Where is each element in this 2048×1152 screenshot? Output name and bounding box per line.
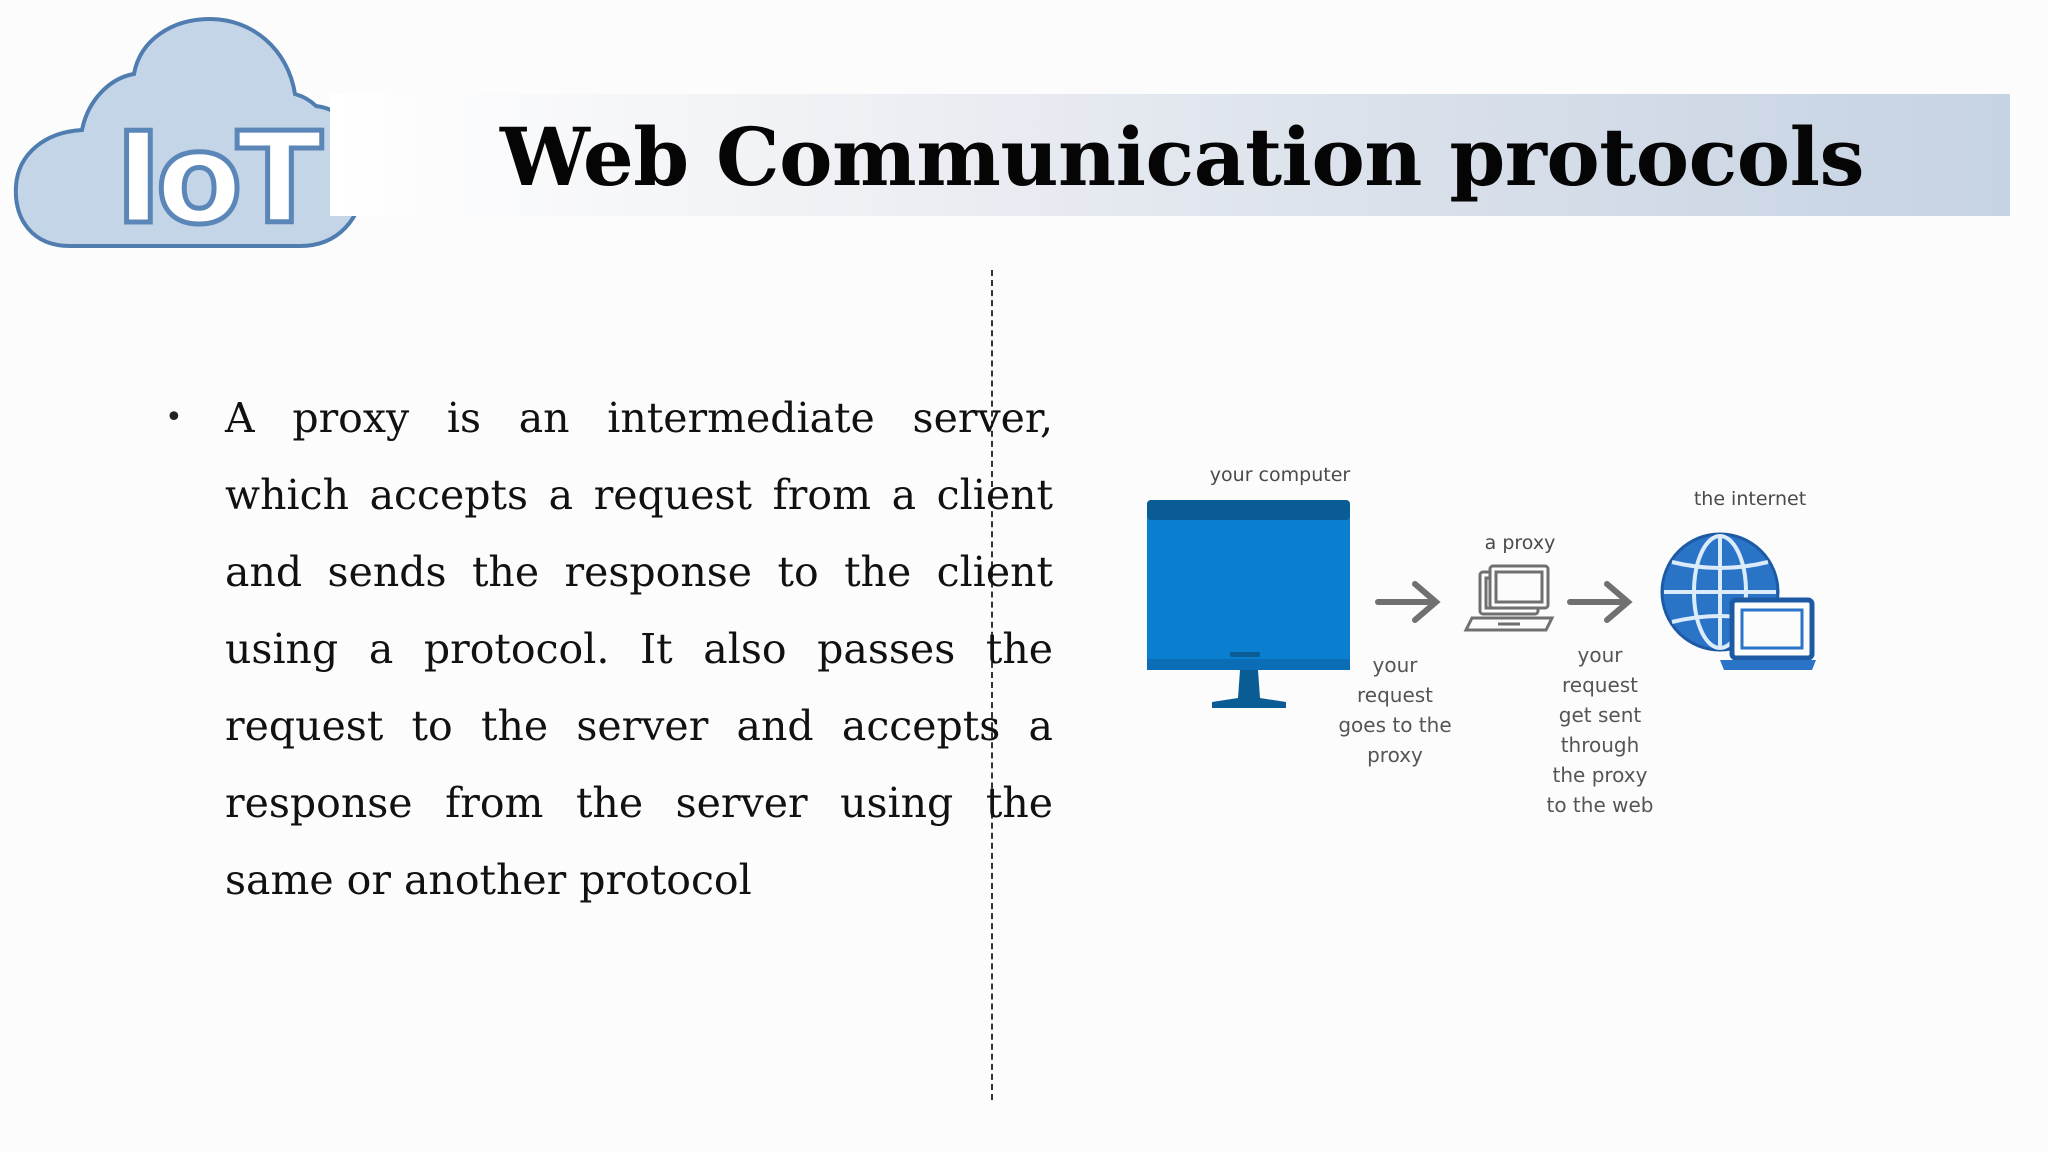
caption-request-to-proxy: your request goes to the proxy xyxy=(1330,650,1460,770)
column-divider xyxy=(991,270,993,1100)
bullet-marker: • xyxy=(165,400,183,435)
caption-request-to-web: your request get sent through the proxy … xyxy=(1530,640,1670,820)
laptop-icon xyxy=(1463,564,1555,632)
caption-line: your xyxy=(1372,653,1418,677)
title-banner xyxy=(330,94,2010,216)
monitor-icon xyxy=(1147,500,1350,708)
caption-line: request xyxy=(1561,673,1639,697)
caption-line: request xyxy=(1356,683,1434,707)
logo-text: IoT xyxy=(113,105,325,252)
arrow-right-icon xyxy=(1567,581,1633,623)
slide-title: Web Communication protocols xyxy=(500,110,1865,204)
proxy-diagram: your computer a proxy the internet xyxy=(1100,440,1860,840)
caption-line: your xyxy=(1577,643,1623,667)
caption-line: to the web xyxy=(1546,793,1654,817)
caption-line: goes to the xyxy=(1338,713,1452,737)
iot-cloud-logo: IoT xyxy=(10,14,370,254)
internet-label: the internet xyxy=(1693,488,1807,510)
globe-icon xyxy=(1660,532,1816,670)
computer-label: your computer xyxy=(1209,464,1351,486)
bullet-item-text: A proxy is an intermediate server, which… xyxy=(225,394,1053,904)
arrow-right-icon xyxy=(1375,581,1441,623)
diagram-graphics xyxy=(1147,500,1816,708)
caption-line: the proxy xyxy=(1552,763,1648,787)
caption-line: through xyxy=(1560,733,1640,757)
caption-line: get sent xyxy=(1558,703,1642,727)
caption-line: proxy xyxy=(1367,743,1423,767)
proxy-label: a proxy xyxy=(1484,532,1556,554)
